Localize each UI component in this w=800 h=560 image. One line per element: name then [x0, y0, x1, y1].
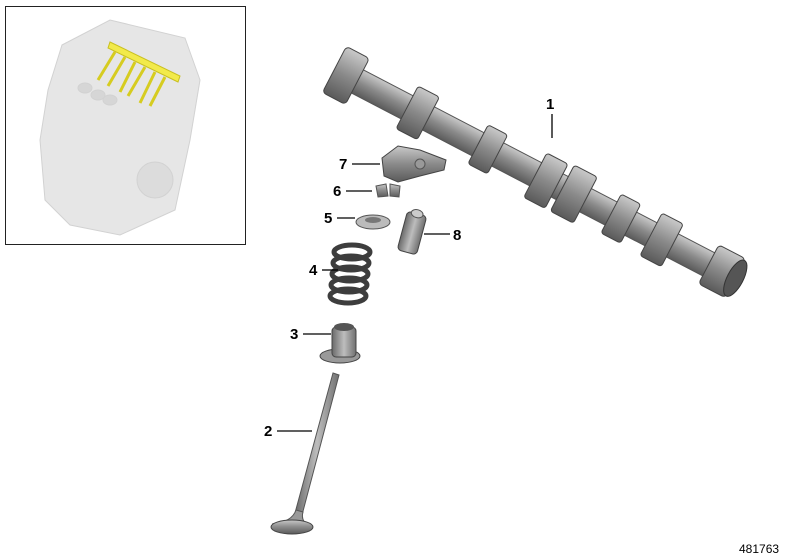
valve-keepers[interactable]	[375, 183, 401, 198]
callout-number: 3	[290, 326, 298, 343]
callout-number: 2	[264, 423, 272, 440]
camshaft[interactable]	[322, 46, 754, 305]
callout-5[interactable]: 5	[324, 210, 355, 227]
callout-number: 7	[339, 156, 347, 173]
highlighted-valvetrain	[96, 41, 181, 107]
callout-number: 4	[309, 262, 318, 279]
callout-1[interactable]: 1	[546, 96, 554, 138]
callout-number: 1	[546, 96, 554, 113]
valve[interactable]	[270, 372, 340, 535]
spring-retainer[interactable]	[355, 214, 391, 230]
valve-stem-seal[interactable]	[319, 323, 361, 364]
callout-number: 6	[333, 183, 341, 200]
callout-3[interactable]: 3	[290, 326, 331, 343]
callout-4[interactable]: 4	[309, 262, 338, 279]
hydraulic-lifter[interactable]	[397, 207, 428, 255]
callout-6[interactable]: 6	[333, 183, 372, 200]
diagram-number: 481763	[739, 542, 779, 556]
rocker-arm[interactable]	[381, 145, 447, 183]
valve-spring[interactable]	[327, 242, 373, 306]
callout-2[interactable]: 2	[264, 423, 312, 440]
callout-number: 8	[453, 227, 461, 244]
callout-8[interactable]: 8	[424, 227, 461, 244]
callout-7[interactable]: 7	[339, 156, 380, 173]
callout-number: 5	[324, 210, 332, 227]
engine-inset	[5, 6, 246, 245]
